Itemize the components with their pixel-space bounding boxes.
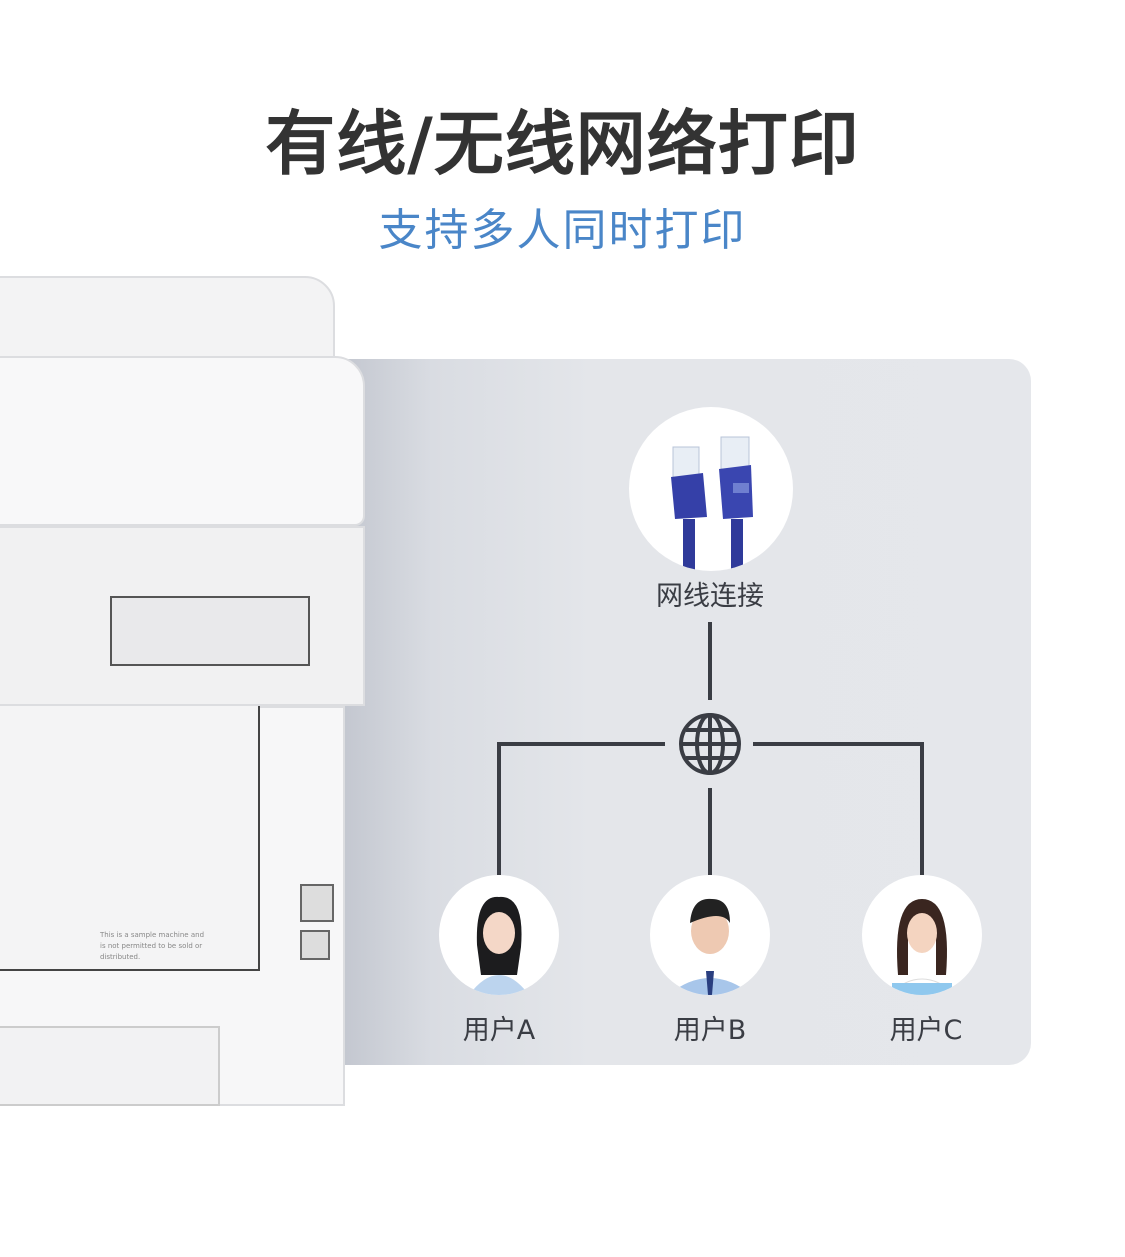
page-title: 有线/无线网络打印 [265, 103, 860, 185]
connector-line [920, 742, 924, 875]
user-a-avatar [439, 875, 559, 995]
sample-sticker: This is a sample machine and is not perm… [100, 931, 205, 961]
user-a-label: 用户A [462, 1015, 536, 1046]
user-c-label: 用户C [889, 1015, 963, 1046]
printer-image: This is a sample machine and is not perm… [0, 276, 370, 1116]
connector-line [708, 788, 712, 875]
connector-line [497, 742, 665, 746]
page-subtitle: 支持多人同时打印 [378, 205, 747, 256]
connector-line [497, 742, 501, 875]
ethernet-cable-icon [671, 436, 753, 571]
connector-line [708, 622, 712, 700]
user-b-avatar [650, 875, 770, 995]
cable-image [629, 407, 793, 571]
globe-icon [679, 713, 741, 775]
user-c-avatar [862, 875, 982, 995]
user-b-label: 用户B [673, 1015, 747, 1046]
connector-line [753, 742, 924, 746]
cable-label: 网线连接 [656, 581, 764, 612]
